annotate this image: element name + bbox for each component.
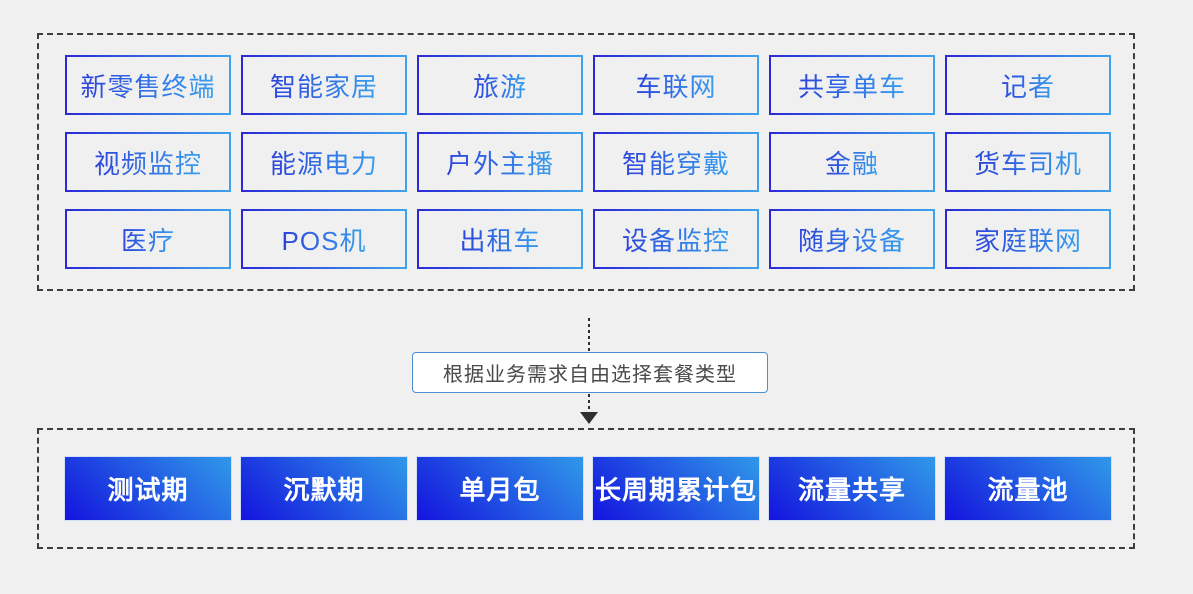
industry-label: 能源电力 xyxy=(270,144,378,181)
industry-label: 货车司机 xyxy=(974,144,1082,181)
industry-box: 随身设备 xyxy=(769,209,935,269)
industry-box: 共享单车 xyxy=(769,55,935,115)
package-label: 流量共享 xyxy=(797,475,906,505)
industries-row-1: 新零售终端 智能家居 旅游 车联网 共享单车 记者 xyxy=(65,55,1111,115)
industry-label: 出租车 xyxy=(459,221,540,258)
package-box: 流量共享 xyxy=(769,457,935,520)
package-label: 长周期累计包 xyxy=(594,475,757,505)
industry-box: 设备监控 xyxy=(593,209,759,269)
industry-box: 货车司机 xyxy=(945,132,1111,192)
industry-box: 智能家居 xyxy=(241,55,407,115)
connector-dashed-line-top xyxy=(588,318,590,352)
industry-label: 医疗 xyxy=(121,221,175,258)
industry-box: 出租车 xyxy=(417,209,583,269)
industry-label: 智能家居 xyxy=(270,67,378,104)
industry-label: 车联网 xyxy=(635,67,716,104)
industry-box: 金融 xyxy=(769,132,935,192)
industry-box: POS机 xyxy=(241,209,407,269)
industry-box: 户外主播 xyxy=(417,132,583,192)
industry-label: 金融 xyxy=(825,144,879,181)
industries-grid: 新零售终端 智能家居 旅游 车联网 共享单车 记者 视频监控 能源电力 户外主播… xyxy=(65,55,1111,269)
package-label: 流量池 xyxy=(987,475,1069,505)
industry-label: 旅游 xyxy=(473,67,527,104)
industry-label: 随身设备 xyxy=(798,221,906,258)
industry-box: 能源电力 xyxy=(241,132,407,192)
package-label: 单月包 xyxy=(459,475,541,505)
industry-label: POS机 xyxy=(282,221,367,258)
industry-label: 共享单车 xyxy=(798,67,906,104)
arrow-down-icon xyxy=(580,412,598,424)
package-box: 长周期累计包 xyxy=(593,457,759,520)
industries-row-3: 医疗 POS机 出租车 设备监控 随身设备 家庭联网 xyxy=(65,209,1111,269)
industry-box: 智能穿戴 xyxy=(593,132,759,192)
industry-box: 医疗 xyxy=(65,209,231,269)
connector-label: 根据业务需求自由选择套餐类型 xyxy=(412,352,768,393)
industries-panel: 新零售终端 智能家居 旅游 车联网 共享单车 记者 视频监控 能源电力 户外主播… xyxy=(37,33,1135,291)
industry-label: 智能穿戴 xyxy=(622,144,730,181)
industry-label: 户外主播 xyxy=(446,144,554,181)
industry-label: 设备监控 xyxy=(622,221,730,258)
industry-label: 记者 xyxy=(1001,67,1055,104)
industry-box: 视频监控 xyxy=(65,132,231,192)
package-box: 流量池 xyxy=(945,457,1111,520)
package-label: 沉默期 xyxy=(283,475,365,505)
package-box: 单月包 xyxy=(417,457,583,520)
industry-box: 家庭联网 xyxy=(945,209,1111,269)
industry-label: 视频监控 xyxy=(94,144,202,181)
industries-row-2: 视频监控 能源电力 户外主播 智能穿戴 金融 货车司机 xyxy=(65,132,1111,192)
industry-box: 新零售终端 xyxy=(65,55,231,115)
packages-row: 测试期 沉默期 单月包 长周期累计包 流量共享 流量池 xyxy=(65,457,1111,520)
packages-panel: 测试期 沉默期 单月包 长周期累计包 流量共享 流量池 xyxy=(37,428,1135,549)
package-box: 沉默期 xyxy=(241,457,407,520)
connector-dashed-line-bottom xyxy=(588,394,590,413)
package-box: 测试期 xyxy=(65,457,231,520)
package-label: 测试期 xyxy=(107,475,189,505)
industry-box: 旅游 xyxy=(417,55,583,115)
industry-label: 家庭联网 xyxy=(974,221,1082,258)
industry-label: 新零售终端 xyxy=(80,67,215,104)
industry-box: 车联网 xyxy=(593,55,759,115)
industry-box: 记者 xyxy=(945,55,1111,115)
